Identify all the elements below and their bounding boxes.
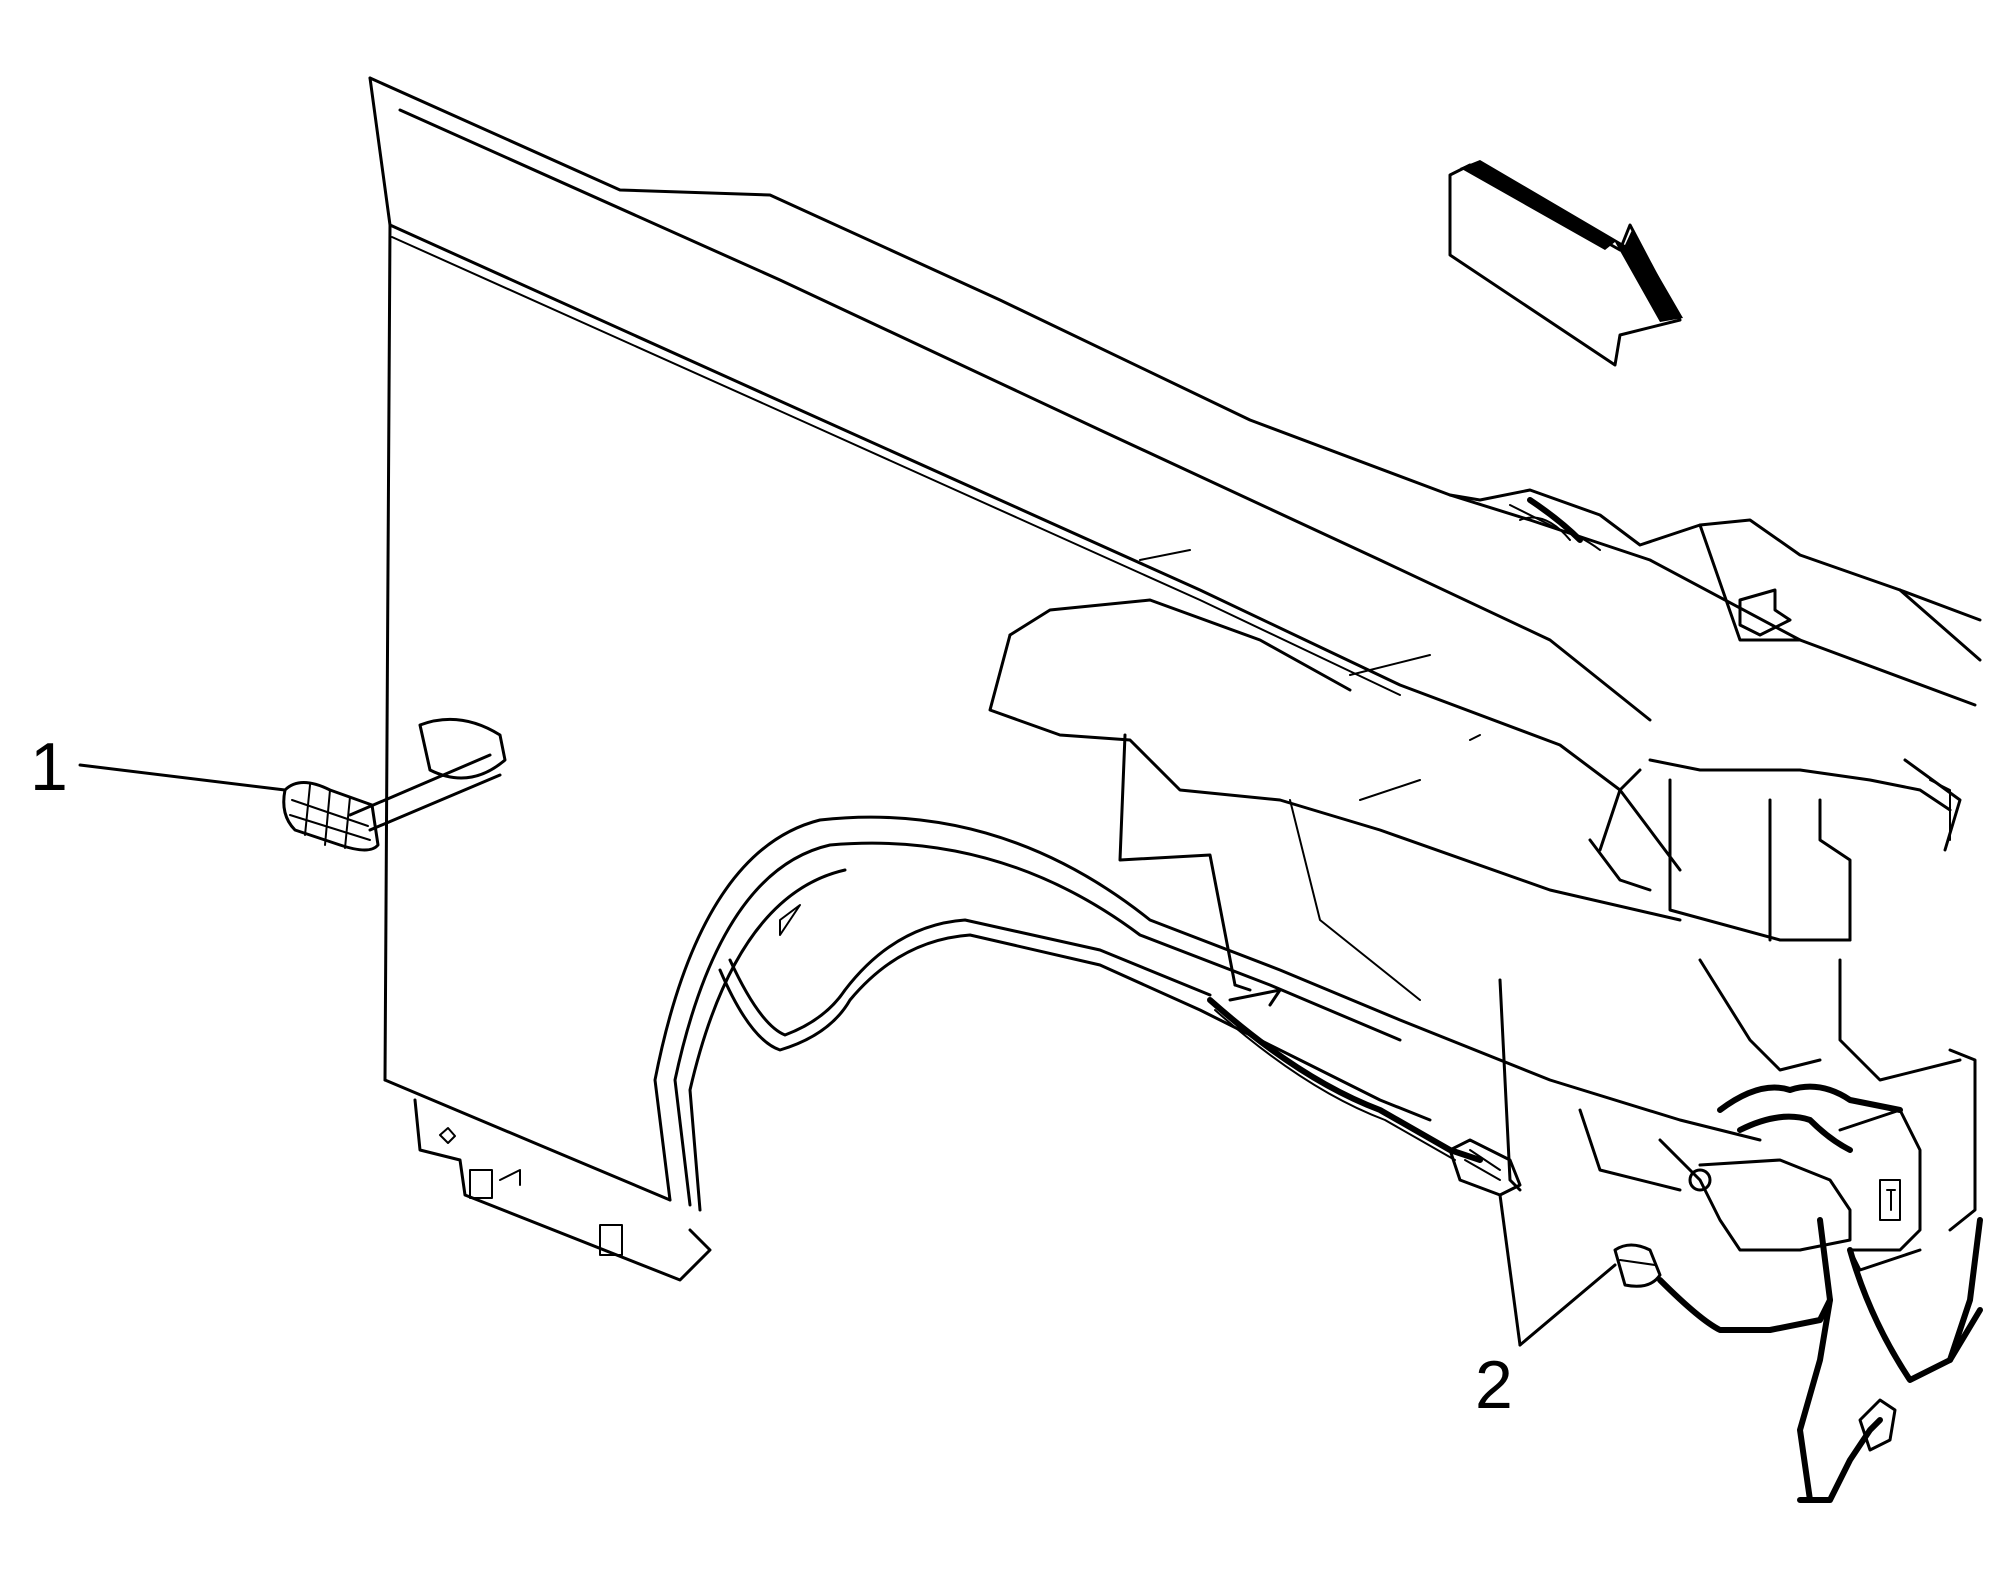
callout-2-leader [1498,1193,1617,1347]
wiring-harness [1207,997,1983,1503]
fender-panel [368,76,1977,1282]
engine-compartment [1448,488,1982,1272]
side-marker-lamp [282,717,507,852]
callout-1-leader [78,763,287,792]
harness-connector [1613,1243,1662,1288]
inner-structure [988,549,1682,1192]
forward-arrow-icon [1448,160,1683,367]
callout-label-1: 1 [30,729,68,805]
callout-label-2: 2 [1475,1347,1513,1423]
